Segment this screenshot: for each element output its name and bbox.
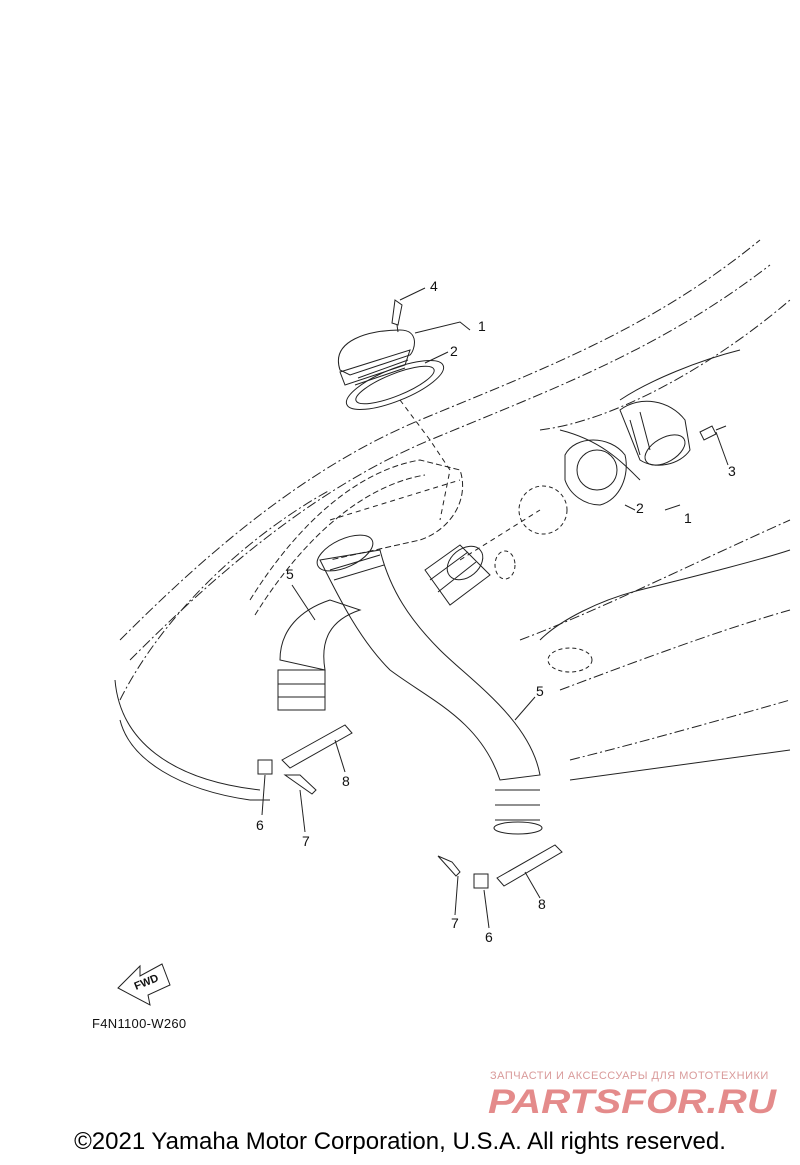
callout-8-right: 8 [538,896,546,912]
callout-7-right: 7 [451,915,459,931]
callout-1-top: 1 [478,318,486,334]
callout-6-right: 6 [485,929,493,945]
copyright-notice: ©2021 Yamaha Motor Corporation, U.S.A. A… [74,1128,726,1155]
gasket-top [345,360,445,410]
callout-5-right: 5 [536,683,544,699]
cap-cover-top [337,329,415,386]
vent-cover-side [619,400,691,466]
hull-outline [119,239,791,761]
screw-top [391,299,403,333]
diagram-code: F4N1100-W260 [92,1016,187,1031]
assembly-lines [329,399,541,561]
leader-lines [261,287,729,929]
gasket-side [564,439,627,506]
callout-7-left: 7 [302,833,310,849]
callout-2-top: 2 [450,343,458,359]
callout-4: 4 [430,278,438,294]
callout-1-side: 1 [684,510,692,526]
callout-6-left: 6 [256,817,264,833]
hose-short [277,544,491,711]
fwd-label: FWD [133,972,161,993]
callout-2-side: 2 [636,500,644,516]
callout-3: 3 [728,463,736,479]
hose-long [316,534,543,835]
watermark-logo: PARTSFOR.RU [488,1083,778,1121]
hardware-right [437,844,563,889]
callout-5-left: 5 [286,566,294,582]
fwd-arrow-icon [117,963,171,1006]
watermark-tagline: ЗАПЧАСТИ И АКСЕССУАРЫ ДЛЯ МОТОТЕХНИКИ [490,1070,769,1082]
hull-solid [114,349,791,801]
hardware-left [257,724,353,795]
hull-openings [494,485,593,673]
callout-8-left: 8 [342,773,350,789]
deck-panel [249,459,464,616]
screw-side [699,425,727,441]
